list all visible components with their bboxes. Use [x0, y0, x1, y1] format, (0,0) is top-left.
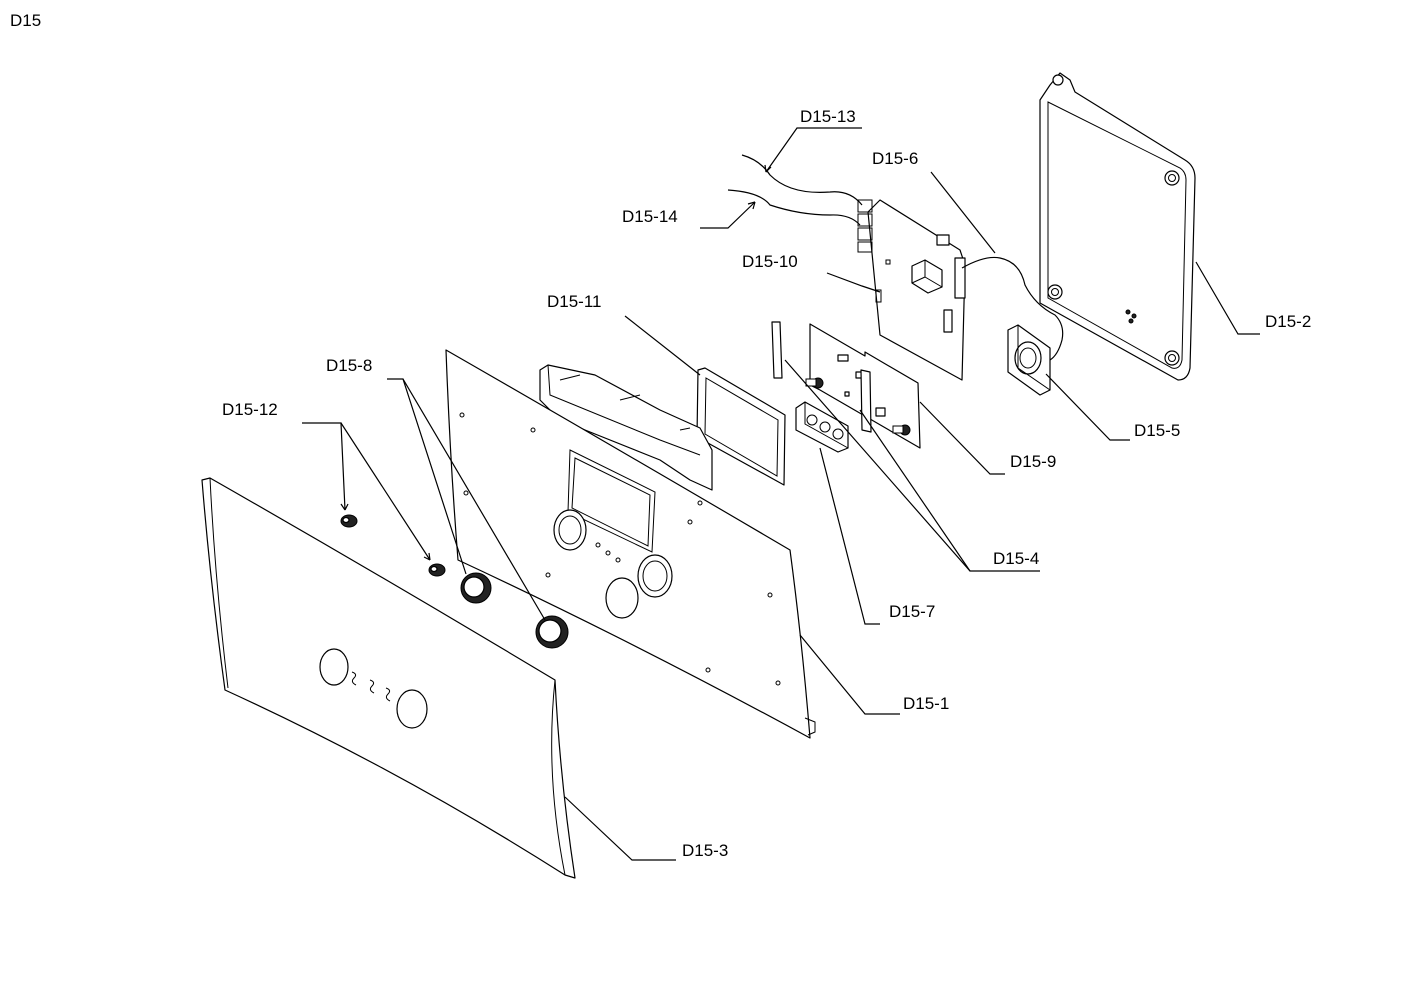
label-d15-10: D15-10 [742, 252, 798, 271]
part-front-cover [201, 477, 576, 879]
label-d15-12: D15-12 [222, 400, 278, 419]
label-d15-5: D15-5 [1134, 421, 1180, 440]
figure-id: D15 [10, 11, 41, 30]
label-d15-7: D15-7 [889, 602, 935, 621]
part-cable [961, 256, 1064, 361]
part-spacers [771, 321, 911, 436]
part-front-frame [445, 349, 816, 739]
label-d15-8: D15-8 [326, 356, 372, 375]
part-labels: D15-13 D15-6 D15-14 D15-10 D15-11 D15-2 … [222, 107, 1311, 860]
part-sensor-module [1007, 324, 1051, 396]
part-main-pcb [857, 199, 966, 381]
label-d15-4: D15-4 [993, 549, 1039, 568]
label-d15-14: D15-14 [622, 207, 678, 226]
label-d15-3: D15-3 [682, 841, 728, 860]
label-d15-11: D15-11 [547, 292, 602, 311]
part-display-window [696, 367, 786, 486]
part-wires [727, 154, 863, 226]
leader-lines [302, 127, 1260, 861]
label-d15-1: D15-1 [903, 694, 949, 713]
part-large-knobs [460, 572, 569, 649]
label-d15-6: D15-6 [872, 149, 918, 168]
part-small-knobs [340, 514, 446, 577]
label-d15-13: D15-13 [800, 107, 856, 126]
label-d15-9: D15-9 [1010, 452, 1056, 471]
label-d15-2: D15-2 [1265, 312, 1311, 331]
part-back-cover [1039, 72, 1196, 381]
part-button-holder [795, 401, 849, 453]
